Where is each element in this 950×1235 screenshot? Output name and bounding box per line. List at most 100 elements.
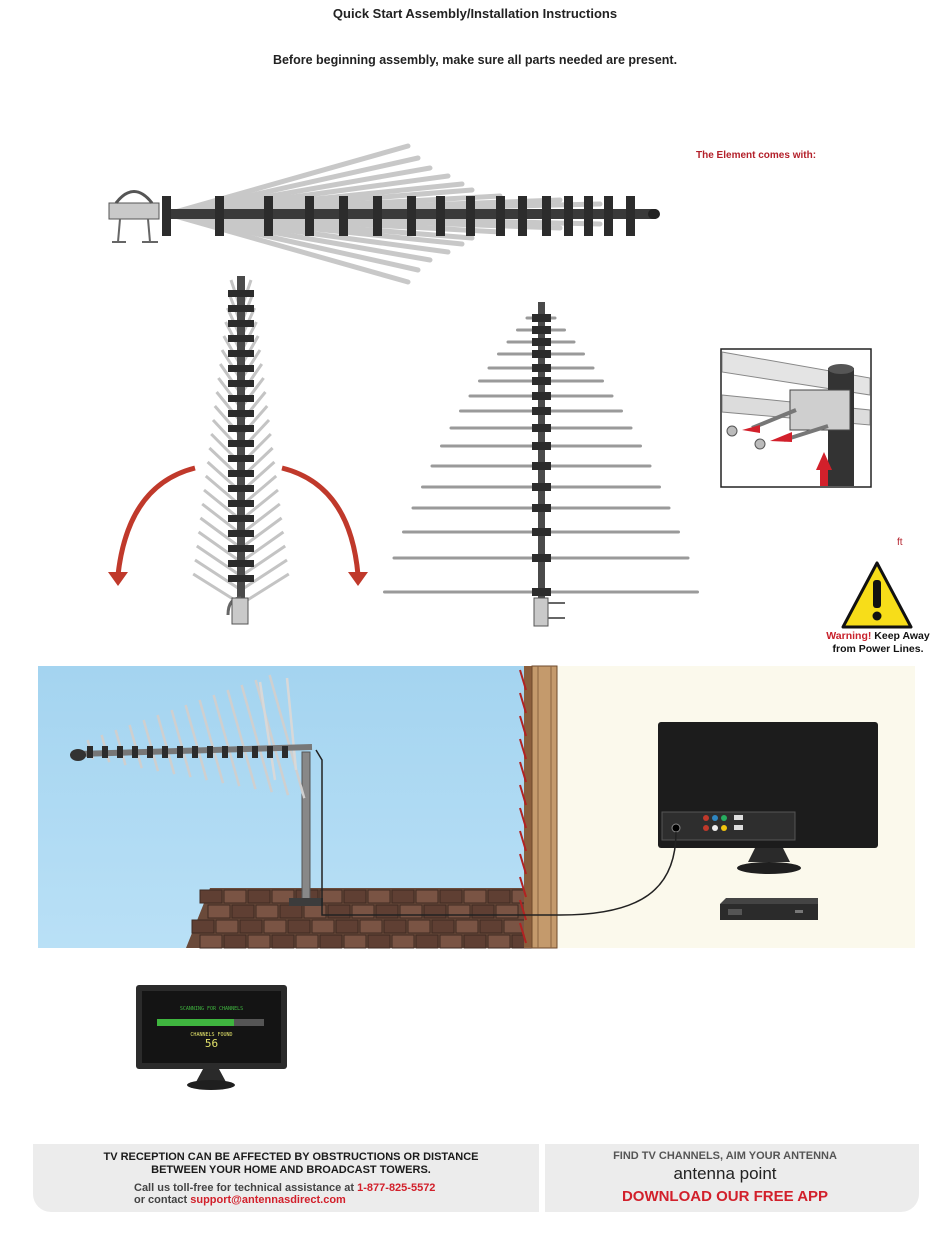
roof-shingle [495, 904, 519, 919]
roof-shingle [431, 919, 455, 934]
roof-shingle [351, 904, 375, 919]
cable-length-note: ft [897, 537, 903, 548]
antenna-element [226, 689, 257, 790]
element-clip [252, 746, 258, 758]
unfolded-antenna-illustration [383, 302, 699, 627]
element-clip [407, 196, 416, 236]
antenna-element [195, 544, 242, 578]
element-clip [228, 470, 254, 477]
element-clip [147, 746, 153, 758]
element-clip [102, 746, 108, 758]
element-clip [584, 196, 593, 236]
element-clip [228, 500, 254, 507]
roof-shingle [223, 889, 247, 904]
element-clip [228, 530, 254, 537]
antenna-element [194, 558, 242, 592]
page-title: Quick Start Assembly/Installation Instru… [332, 6, 618, 21]
antenna-element [212, 694, 241, 787]
element-clip [532, 483, 551, 491]
siding-edge [519, 830, 527, 852]
siding-edge [519, 876, 527, 898]
element-clip [267, 746, 273, 758]
element-clip [282, 746, 288, 758]
element-clip [532, 528, 551, 536]
element-clip [264, 196, 273, 236]
element-clip [518, 196, 527, 236]
element-clip [305, 196, 314, 236]
roof-shingle [239, 919, 263, 934]
antenna-element [240, 502, 281, 536]
element-clip [228, 455, 254, 462]
antenna-element [142, 719, 160, 772]
unfolding-antenna-illustration [108, 276, 368, 625]
mount-detail-illustration [720, 348, 872, 488]
element-clip [564, 196, 573, 236]
element-clip [228, 305, 254, 312]
element-clip [228, 365, 254, 372]
element-clip [228, 350, 254, 357]
roof-shingle [279, 904, 303, 919]
element-clip [87, 746, 93, 758]
element-clip [228, 440, 254, 447]
roof-shingle [367, 934, 391, 949]
roof-shingle [479, 919, 503, 934]
scan-status-label: SCANNING FOR CHANNELS [179, 1006, 244, 1012]
antenna-element [170, 709, 192, 778]
element-clip [532, 504, 551, 512]
antenna-element [240, 684, 273, 793]
support-phone-number[interactable]: 1-877-825-5572 [357, 1182, 436, 1194]
element-clip [532, 442, 551, 450]
element-clip [339, 196, 348, 236]
element-clip [604, 196, 613, 236]
antenna-element [156, 714, 176, 775]
antenna-element [197, 530, 242, 564]
antenna-element [240, 544, 287, 578]
element-clip [132, 746, 138, 758]
roof-shingle [407, 919, 431, 934]
antenna-element [240, 530, 285, 564]
element-clip [228, 395, 254, 402]
element-clip [532, 350, 551, 358]
element-clip [436, 196, 445, 236]
roof-shingle [383, 919, 407, 934]
antenna-element [199, 516, 242, 550]
roof-shingle [423, 904, 447, 919]
element-clip [177, 746, 183, 758]
roof-shingle [255, 904, 279, 919]
element-clip [228, 380, 254, 387]
footer-support-panel [33, 1144, 539, 1212]
element-clip [207, 746, 213, 758]
support-email-link[interactable]: support@antennasdirect.com [190, 1194, 346, 1206]
roof-shingle [463, 889, 487, 904]
download-app-link[interactable]: DOWNLOAD OUR FREE APP [621, 1188, 829, 1205]
roof-shingle [199, 889, 223, 904]
roof-shingle [223, 934, 247, 949]
element-clip [228, 335, 254, 342]
warning-sign-icon [841, 561, 913, 629]
roof-shingle [263, 919, 287, 934]
roof-shingle [415, 934, 439, 949]
roof-shingle [375, 904, 399, 919]
siding-edge [519, 738, 527, 760]
element-clip [215, 196, 224, 236]
element-clip [532, 314, 551, 322]
element-clip [532, 462, 551, 470]
roof-shingle [391, 889, 415, 904]
roof-shingle [199, 934, 223, 949]
roof-shingle [247, 934, 271, 949]
roof-shingle [399, 904, 423, 919]
app-logo-text: antenna point [673, 1164, 777, 1183]
roof-shingle [487, 934, 511, 949]
roof-shingle [295, 934, 319, 949]
element-clip [162, 746, 168, 758]
antenna-element [240, 572, 290, 606]
support-email-prefix: or contact [134, 1194, 191, 1206]
roof-shingle [311, 919, 335, 934]
folded-antenna-illustration [108, 143, 660, 285]
element-clip [466, 196, 475, 236]
channel-scan-tv-illustration [136, 985, 287, 1090]
element-clip [228, 515, 254, 522]
reception-notice-line-1: TV RECEPTION CAN BE AFFECTED BY OBSTRUCT… [103, 1151, 479, 1163]
roof-shingle [343, 934, 367, 949]
